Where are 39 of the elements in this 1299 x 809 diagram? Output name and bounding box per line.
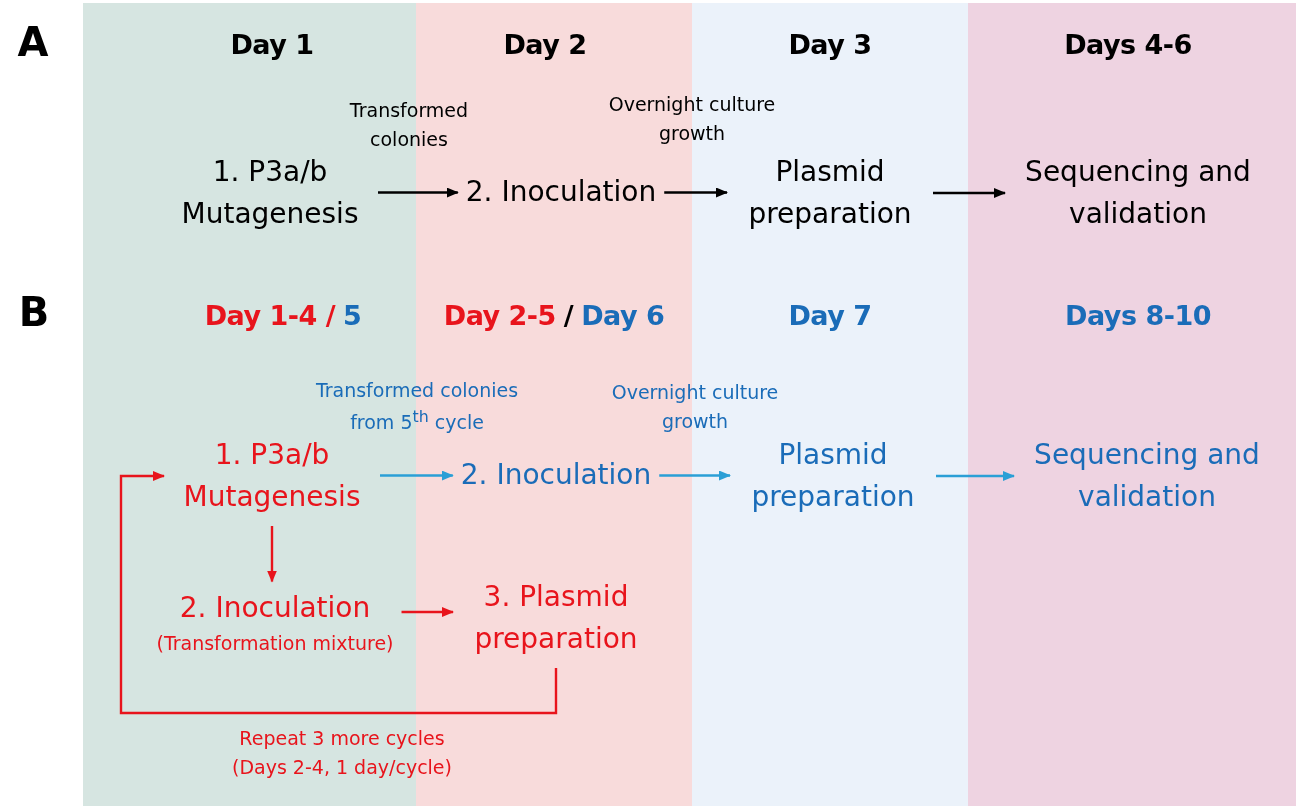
arrow xyxy=(936,471,1015,481)
day-header: Day 7 xyxy=(788,299,872,333)
edge-label: Overnight culture growth xyxy=(610,379,780,434)
arrow xyxy=(933,188,1006,198)
step-label: 2. Inoculation xyxy=(460,454,652,496)
day-header: Day 2 xyxy=(503,28,587,62)
step-label: 2. Inoculation xyxy=(178,589,372,626)
step-label: 1. P3a/b Mutagenesis xyxy=(172,434,372,518)
arrow xyxy=(401,607,454,617)
arrow xyxy=(380,470,454,481)
step-label: Sequencing and validation xyxy=(1022,434,1272,518)
day-header: Day 6 xyxy=(581,299,665,333)
step-label: 1. P3a/b Mutagenesis xyxy=(170,151,370,235)
step-label: Plasmid preparation xyxy=(735,151,925,235)
day-header: Days 8-10 xyxy=(1065,299,1211,333)
arrow xyxy=(378,187,459,198)
day-header: Day 1 xyxy=(230,28,314,62)
edge-label: Overnight culture growth xyxy=(607,91,777,146)
arrow xyxy=(119,471,558,715)
edge-label: Repeat 3 more cycles (Days 2-4, 1 day/cycle) xyxy=(231,725,453,780)
step-note: (Transformation mixture) xyxy=(156,630,394,656)
day-header: Day 1-4 / xyxy=(204,299,335,333)
step-label: Plasmid preparation xyxy=(738,434,928,518)
step-label: 2. Inoculation xyxy=(465,171,657,213)
day-header: 5 xyxy=(343,299,362,333)
edge-label: Transformed colonies from 5$^{th}$ cycle xyxy=(314,377,520,436)
step-label: Sequencing and validation xyxy=(1013,151,1263,235)
arrow xyxy=(267,526,277,583)
arrow xyxy=(664,187,728,198)
panel-label: B xyxy=(18,290,50,334)
day-header: Days 4-6 xyxy=(1064,28,1192,62)
day-header: Day 3 xyxy=(788,28,872,62)
edge-label: Transformed colonies xyxy=(348,97,470,152)
day-header: Day 2-5 xyxy=(443,299,556,333)
step-label: 3. Plasmid preparation xyxy=(461,576,651,660)
day-header: / xyxy=(563,299,574,333)
day-column xyxy=(968,3,1296,806)
arrow xyxy=(659,470,731,481)
panel-label: A xyxy=(17,20,49,64)
